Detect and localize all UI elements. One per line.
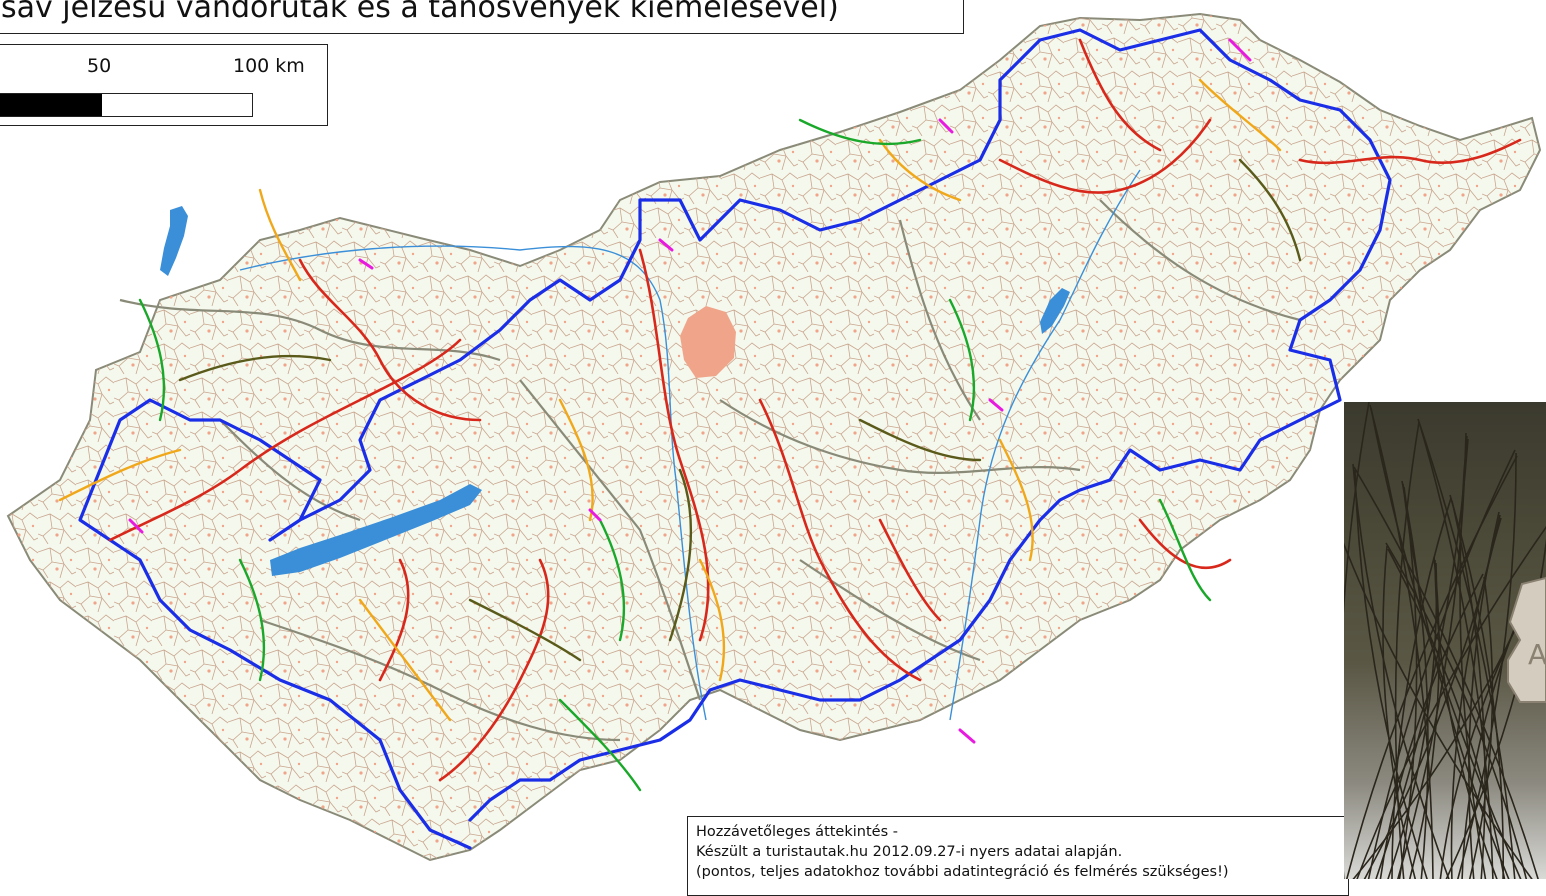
trail-pink [958, 728, 976, 744]
photo-branch [1450, 517, 1502, 879]
photo-branch [1356, 526, 1546, 879]
trail-pink [1228, 38, 1252, 62]
river-tisza [949, 169, 1141, 721]
source-note: Hozzávetőleges áttekintés - Készült a tu… [687, 816, 1349, 896]
region-border-line [259, 618, 621, 742]
trail-red [378, 558, 410, 682]
hungary-country [6, 12, 1542, 862]
scale-mid-label: 50 [87, 55, 112, 77]
budapest-area [680, 306, 736, 378]
trail-sign-photo: A [1344, 402, 1546, 879]
scale-bar [0, 93, 253, 117]
trail-olive [178, 354, 332, 382]
trail-olive [858, 418, 982, 462]
trail-green [138, 298, 166, 422]
trail-pink [938, 118, 954, 134]
water-bodies [160, 169, 1141, 721]
region-border-line [219, 419, 361, 522]
trail-red [998, 118, 1212, 194]
region-border-line [519, 379, 702, 701]
scale-bar-black-segment [0, 94, 102, 116]
region-border-line [799, 559, 981, 662]
trail-red [438, 558, 550, 782]
photo-branch [1353, 466, 1539, 879]
trail-green [238, 558, 266, 682]
trail-yellow [358, 598, 452, 722]
trail-blue-national [78, 28, 1392, 850]
photo-branch [1367, 449, 1516, 879]
trail-green [948, 298, 976, 422]
photo-branch [1391, 497, 1452, 879]
photo-branch [1451, 500, 1486, 879]
photo-branch [1387, 562, 1438, 879]
trail-red [298, 258, 482, 422]
river-danube [239, 245, 707, 721]
lake-tisza [1040, 288, 1070, 334]
municipality-borders [8, 14, 1540, 860]
photo-branch [1445, 538, 1546, 879]
region-border-line [898, 219, 981, 421]
trail-green [1158, 498, 1212, 602]
trail-yellow [1198, 78, 1282, 152]
trail-yellow [558, 398, 594, 522]
photo-branch [1370, 407, 1522, 879]
photo-branch [1456, 452, 1517, 879]
photo-branch [1417, 418, 1516, 879]
trail-red [638, 248, 710, 642]
trail-olive [1238, 158, 1302, 262]
photo-branch [1344, 542, 1533, 879]
trail-green [598, 518, 626, 642]
photo-branch [1387, 548, 1506, 879]
trail-green [558, 698, 642, 792]
trail-sign-letter: A [1528, 638, 1546, 671]
trail-yellow [58, 448, 182, 502]
trail-pink [128, 518, 144, 534]
region-border-line [119, 298, 501, 362]
scale-bar-box: 50 100 km [0, 44, 328, 126]
photo-branch [1419, 424, 1494, 879]
trail-pink [588, 508, 602, 522]
photo-branch [1468, 576, 1494, 879]
region-border-line [1099, 199, 1301, 322]
photo-branch [1394, 421, 1420, 879]
trail-olive [468, 598, 582, 662]
trail-red [108, 338, 462, 542]
trail-green [798, 118, 922, 146]
note-line-3: (pontos, teljes adatokhoz további adatin… [696, 864, 1229, 880]
trail-yellow [258, 188, 302, 282]
photo-branch [1354, 469, 1428, 879]
photo-branch [1375, 438, 1469, 879]
photo-branch [1449, 494, 1504, 879]
trail-red [1298, 138, 1522, 165]
hiking-trails [58, 28, 1522, 850]
photo-branches: A [1344, 402, 1546, 879]
map-title-box: sáv jelzésű vándorutak és a tanösvények … [0, 0, 964, 34]
trail-yellow [878, 138, 962, 202]
urban-areas [680, 306, 736, 378]
trail-pink [658, 238, 674, 252]
trail-red [878, 518, 942, 622]
trail-olive [668, 468, 693, 642]
trail-pink [988, 398, 1004, 412]
photo-branch [1408, 556, 1440, 879]
photo-branch [1379, 573, 1484, 879]
lake-balaton [270, 484, 482, 576]
trail-pink [358, 258, 374, 270]
photo-branch [1352, 463, 1450, 879]
photo-branch [1401, 480, 1429, 879]
trail-red [1138, 518, 1232, 570]
trail-yellow [698, 558, 726, 682]
photo-branch [1398, 486, 1418, 879]
photo-branch [1344, 402, 1370, 879]
scale-end-label: 100 km [233, 55, 305, 77]
trail-sign-board [1507, 576, 1546, 703]
note-line-2: Készült a turistautak.hu 2012.09.27-i ny… [696, 844, 1123, 860]
lake-ferto [160, 206, 188, 276]
trail-red [758, 398, 922, 682]
trail-red [1078, 38, 1162, 152]
trail-yellow [998, 438, 1034, 562]
note-line-1: Hozzávetőleges áttekintés - [696, 824, 898, 840]
map-title: sáv jelzésű vándorutak és a tanösvények … [1, 0, 839, 25]
